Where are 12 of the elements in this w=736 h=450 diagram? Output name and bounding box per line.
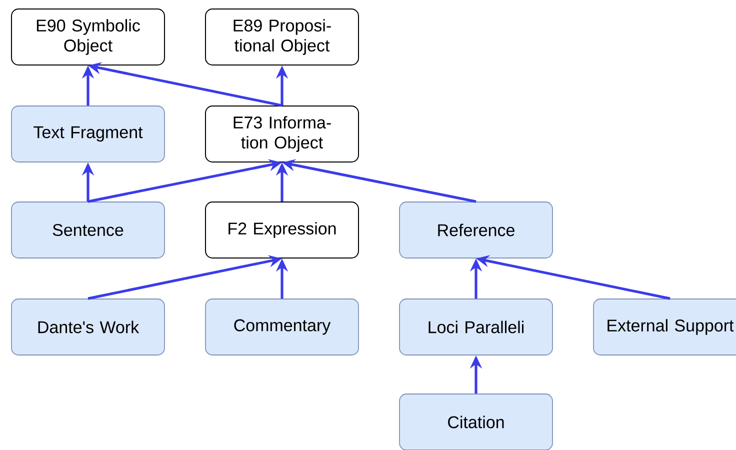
class-box: Sentence (11, 202, 165, 258)
class-box: E90 Symbolic Object (11, 8, 165, 66)
class-box: Commentary (205, 298, 359, 356)
class-box: E73 Informa- tion Object (205, 106, 359, 162)
class-box: E89 Proposi- tional Object (205, 8, 359, 66)
class-box: Citation (399, 394, 553, 450)
class-box: Reference (399, 202, 553, 258)
class-box: External Support (593, 298, 736, 356)
class-box: F2 Expression (205, 202, 359, 258)
class-box: Text Fragment (11, 106, 165, 162)
class-box: Dante's Work (11, 298, 165, 356)
class-box: Loci Paralleli (399, 298, 553, 356)
